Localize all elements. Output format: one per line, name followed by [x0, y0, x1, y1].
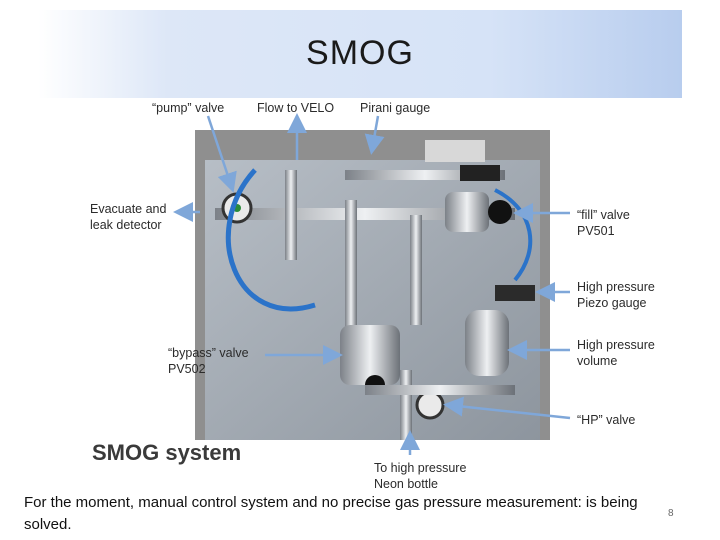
- label-hp-gauge-line2: Piezo gauge: [577, 296, 647, 310]
- smog-apparatus-photo: [195, 130, 550, 440]
- arrow-hp-valve: [443, 396, 571, 420]
- label-hp-volume: High pressure volume: [577, 337, 655, 369]
- label-hp-volume-line1: High pressure: [577, 338, 655, 352]
- label-neon-line2: Neon bottle: [374, 477, 438, 491]
- apparatus-illustration: [195, 130, 550, 440]
- label-pirani-gauge: Pirani gauge: [360, 101, 431, 115]
- arrow-pump-valve: [206, 115, 237, 193]
- page-number: 8: [668, 508, 674, 519]
- title-band: [38, 10, 682, 98]
- label-hp-gauge-line1: High pressure: [577, 280, 655, 294]
- slide-title: SMOG: [306, 34, 414, 72]
- label-neon-bottle: To high pressure Neon bottle: [374, 460, 466, 492]
- label-bypass-valve: “bypass” valve PV502: [168, 345, 249, 377]
- label-fill-valve: “fill” valve PV501: [577, 207, 630, 239]
- label-hp-valve: “HP” valve: [577, 413, 636, 427]
- label-fill-valve-line2: PV501: [577, 224, 615, 238]
- label-evacuate-line2: leak detector: [90, 218, 162, 232]
- label-hp-volume-line2: volume: [577, 354, 618, 368]
- label-evacuate: Evacuate and leak detector: [90, 201, 166, 233]
- label-pump-valve: “pump” valve: [152, 101, 225, 115]
- label-neon-line1: To high pressure: [374, 461, 467, 475]
- label-fill-valve-line1: “fill” valve: [577, 208, 630, 222]
- smog-system-title: SMOG system: [92, 440, 242, 465]
- label-bypass-line1: “bypass” valve: [168, 346, 249, 360]
- label-flow-to-velo: Flow to VELO: [257, 101, 335, 115]
- arrow-pirani: [364, 115, 385, 155]
- label-hp-gauge: High pressure Piezo gauge: [577, 279, 655, 311]
- label-bypass-line2: PV502: [168, 362, 206, 376]
- label-evacuate-line1: Evacuate and: [90, 202, 167, 216]
- slide-caption: For the moment, manual control system an…: [24, 494, 638, 533]
